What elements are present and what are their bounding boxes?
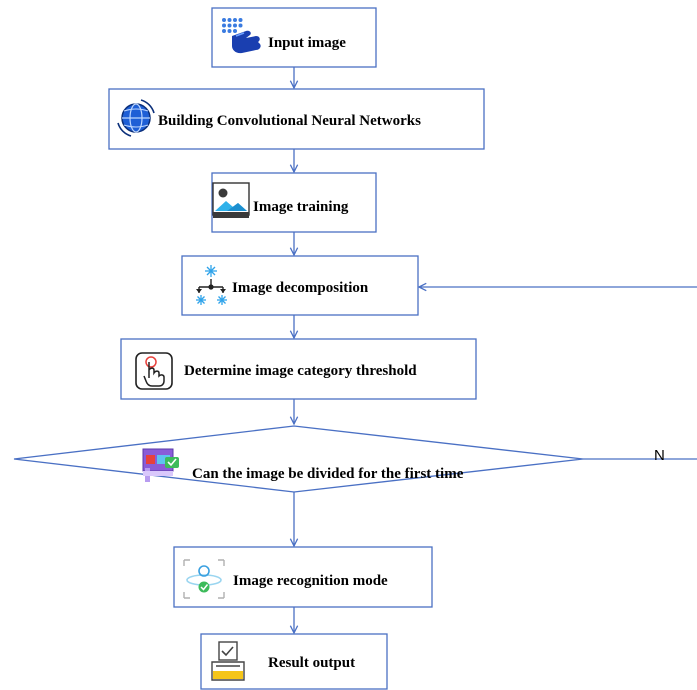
node-divide-decision: Can the image be divided for the first t… xyxy=(13,425,584,493)
node-label: Result output xyxy=(268,655,355,671)
ballot-box-icon xyxy=(211,641,245,681)
globe-network-icon xyxy=(117,99,155,137)
tablet-check-icon xyxy=(142,448,179,482)
node-result-output: Result output xyxy=(200,633,388,690)
node-image-decomposition: Image decomposition xyxy=(181,255,419,316)
node-build-cnn: Building Convolutional Neural Networks xyxy=(108,88,485,150)
node-recognition-mode: Image recognition mode xyxy=(173,546,433,608)
node-label: Determine image category threshold xyxy=(184,363,417,379)
node-image-training: Image training xyxy=(211,172,377,233)
node-label: Image recognition mode xyxy=(233,573,388,589)
node-label: Input image xyxy=(268,35,346,51)
node-label: Building Convolutional Neural Networks xyxy=(158,113,421,129)
node-label: Can the image be divided for the first t… xyxy=(192,466,464,482)
edge-label-no: N xyxy=(654,447,665,464)
hierarchy-decompose-icon xyxy=(196,265,227,305)
node-category-threshold: Determine image category threshold xyxy=(120,338,477,400)
node-label: Image decomposition xyxy=(232,280,369,296)
recognition-target-icon xyxy=(183,559,225,599)
node-label: Image training xyxy=(253,199,349,215)
keypad-hand-icon xyxy=(222,18,261,54)
touch-hand-icon xyxy=(135,352,173,390)
picture-icon xyxy=(212,182,250,218)
node-input-image: Input image xyxy=(211,7,377,68)
